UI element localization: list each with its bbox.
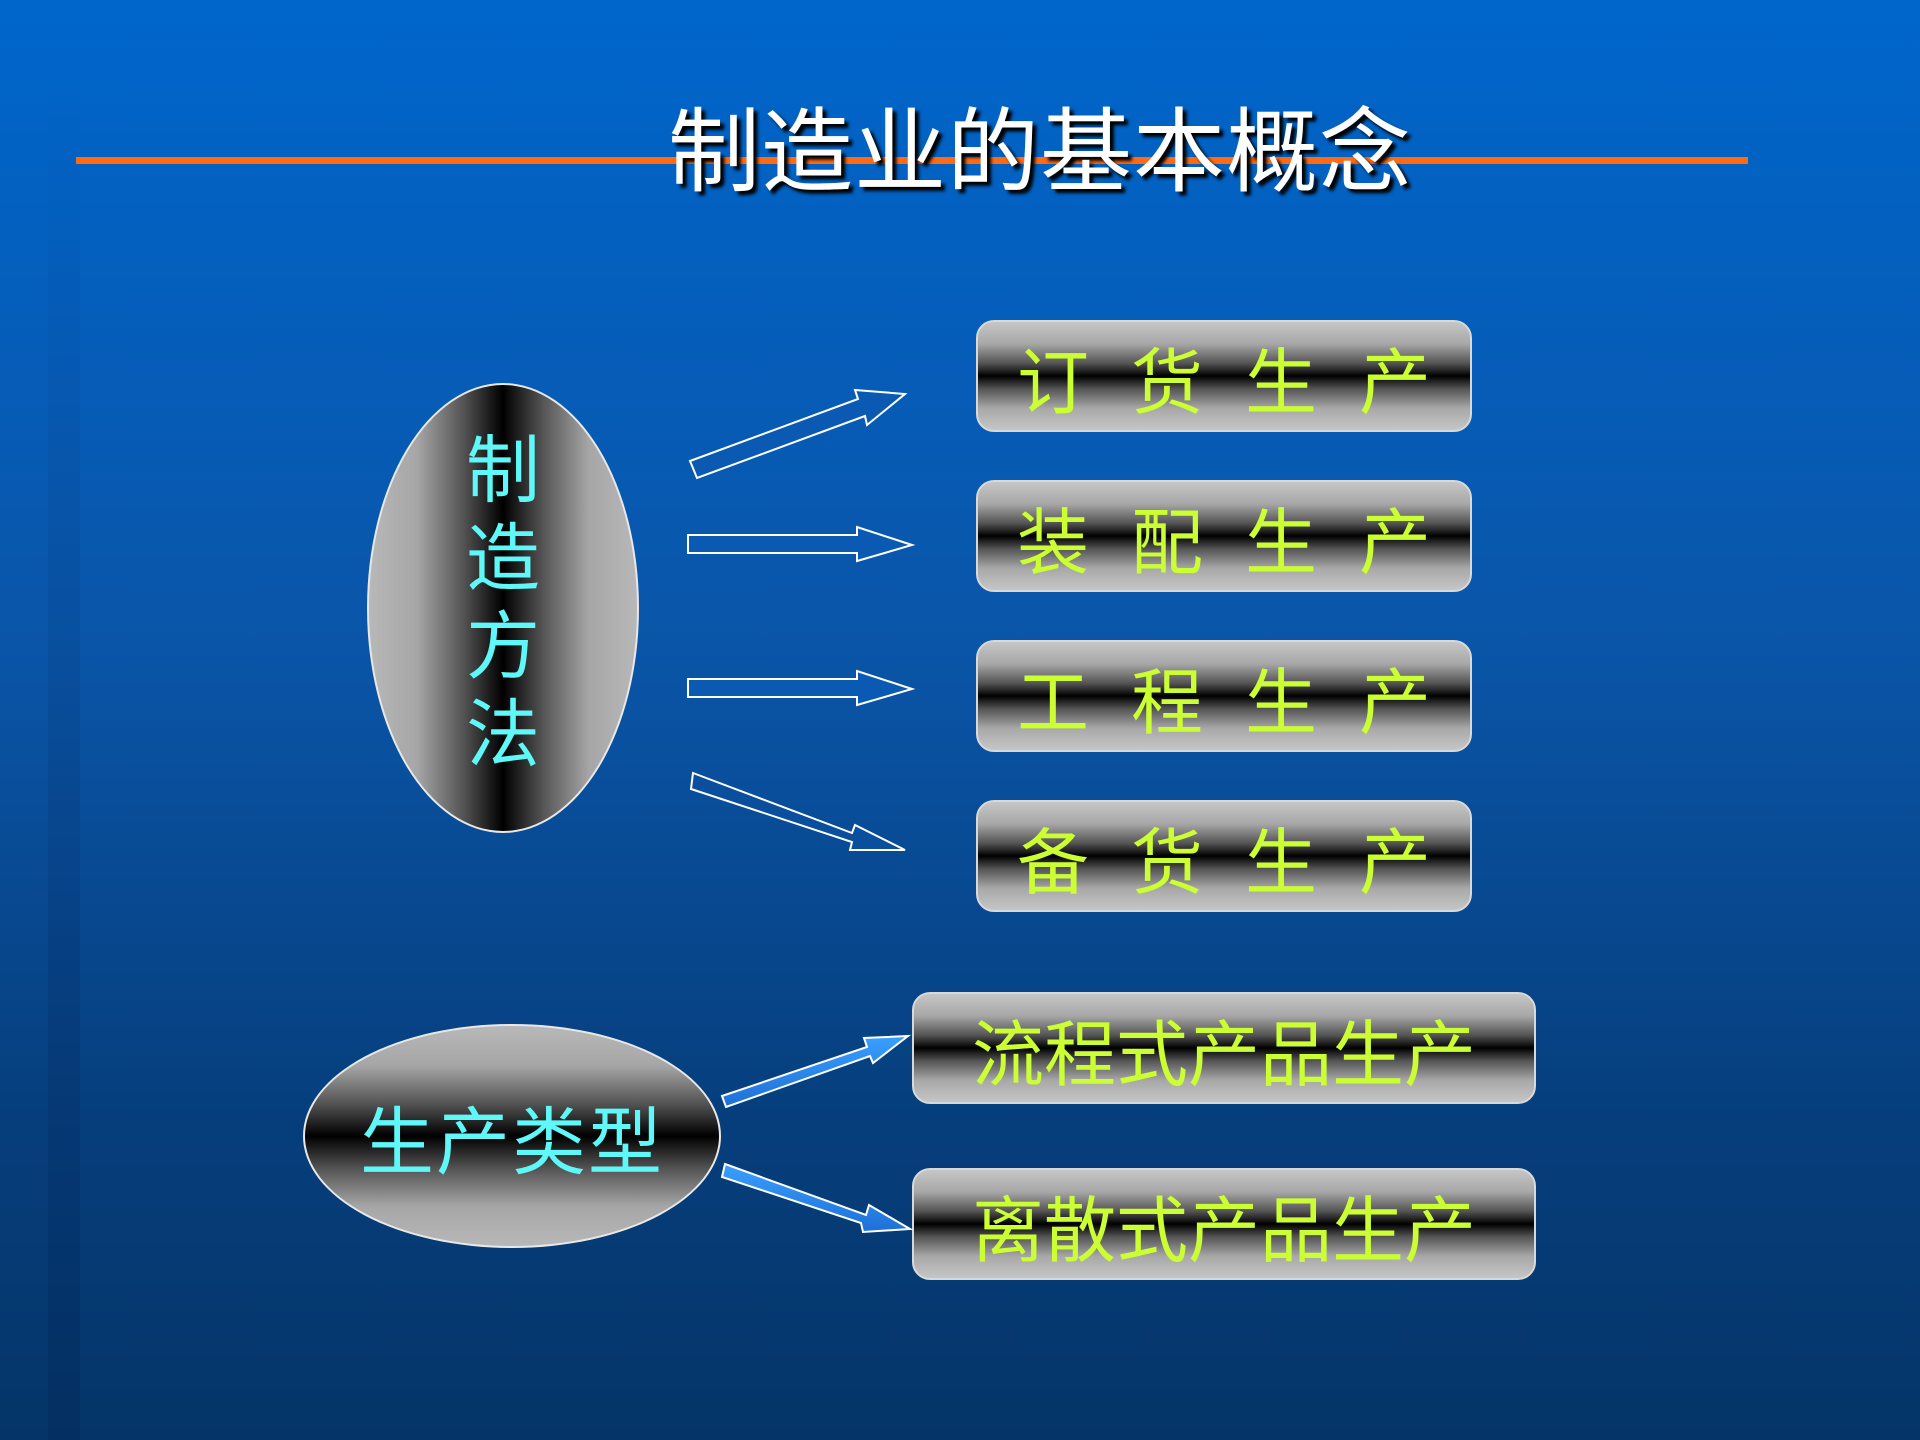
method-box-engineer-to-order: 工程生产 — [976, 640, 1472, 752]
manufacturing-method-char: 方 — [466, 604, 540, 690]
arrow-to-engineer-to-order — [687, 669, 916, 707]
production-type-label: 生产类型 — [360, 1099, 664, 1186]
arrow-to-discrete — [720, 1162, 914, 1234]
method-box-make-to-stock: 备货生产 — [976, 800, 1472, 912]
arrow-to-process — [720, 1034, 912, 1109]
method-box-label: 工程生产 — [1016, 660, 1472, 745]
type-box-label: 流程式产品生产 — [971, 1012, 1476, 1097]
left-stripe-decoration — [48, 70, 80, 1440]
arrow-to-assemble-to-order — [687, 525, 916, 563]
manufacturing-method-oval: 制 造 方 法 — [367, 383, 639, 833]
slide-title: 制造业的基本概念 — [667, 99, 1412, 206]
production-type-oval: 生产类型 — [303, 1024, 721, 1248]
manufacturing-method-label: 制 造 方 法 — [369, 427, 637, 779]
manufacturing-method-char: 法 — [466, 692, 540, 778]
method-box-label: 订货生产 — [1016, 340, 1472, 425]
arrow-to-make-to-order — [688, 388, 908, 480]
title-underline — [76, 157, 1748, 164]
arrow-to-make-to-stock — [689, 771, 906, 851]
method-box-label: 备货生产 — [1016, 820, 1472, 905]
method-box-make-to-order: 订货生产 — [976, 320, 1472, 432]
manufacturing-method-char: 制 — [466, 428, 540, 514]
manufacturing-method-char: 造 — [466, 516, 540, 602]
type-box-process: 流程式产品生产 — [912, 992, 1536, 1104]
type-box-discrete: 离散式产品生产 — [912, 1168, 1536, 1280]
method-box-label: 装配生产 — [1016, 500, 1472, 585]
type-box-label: 离散式产品生产 — [971, 1188, 1476, 1273]
method-box-assemble-to-order: 装配生产 — [976, 480, 1472, 592]
